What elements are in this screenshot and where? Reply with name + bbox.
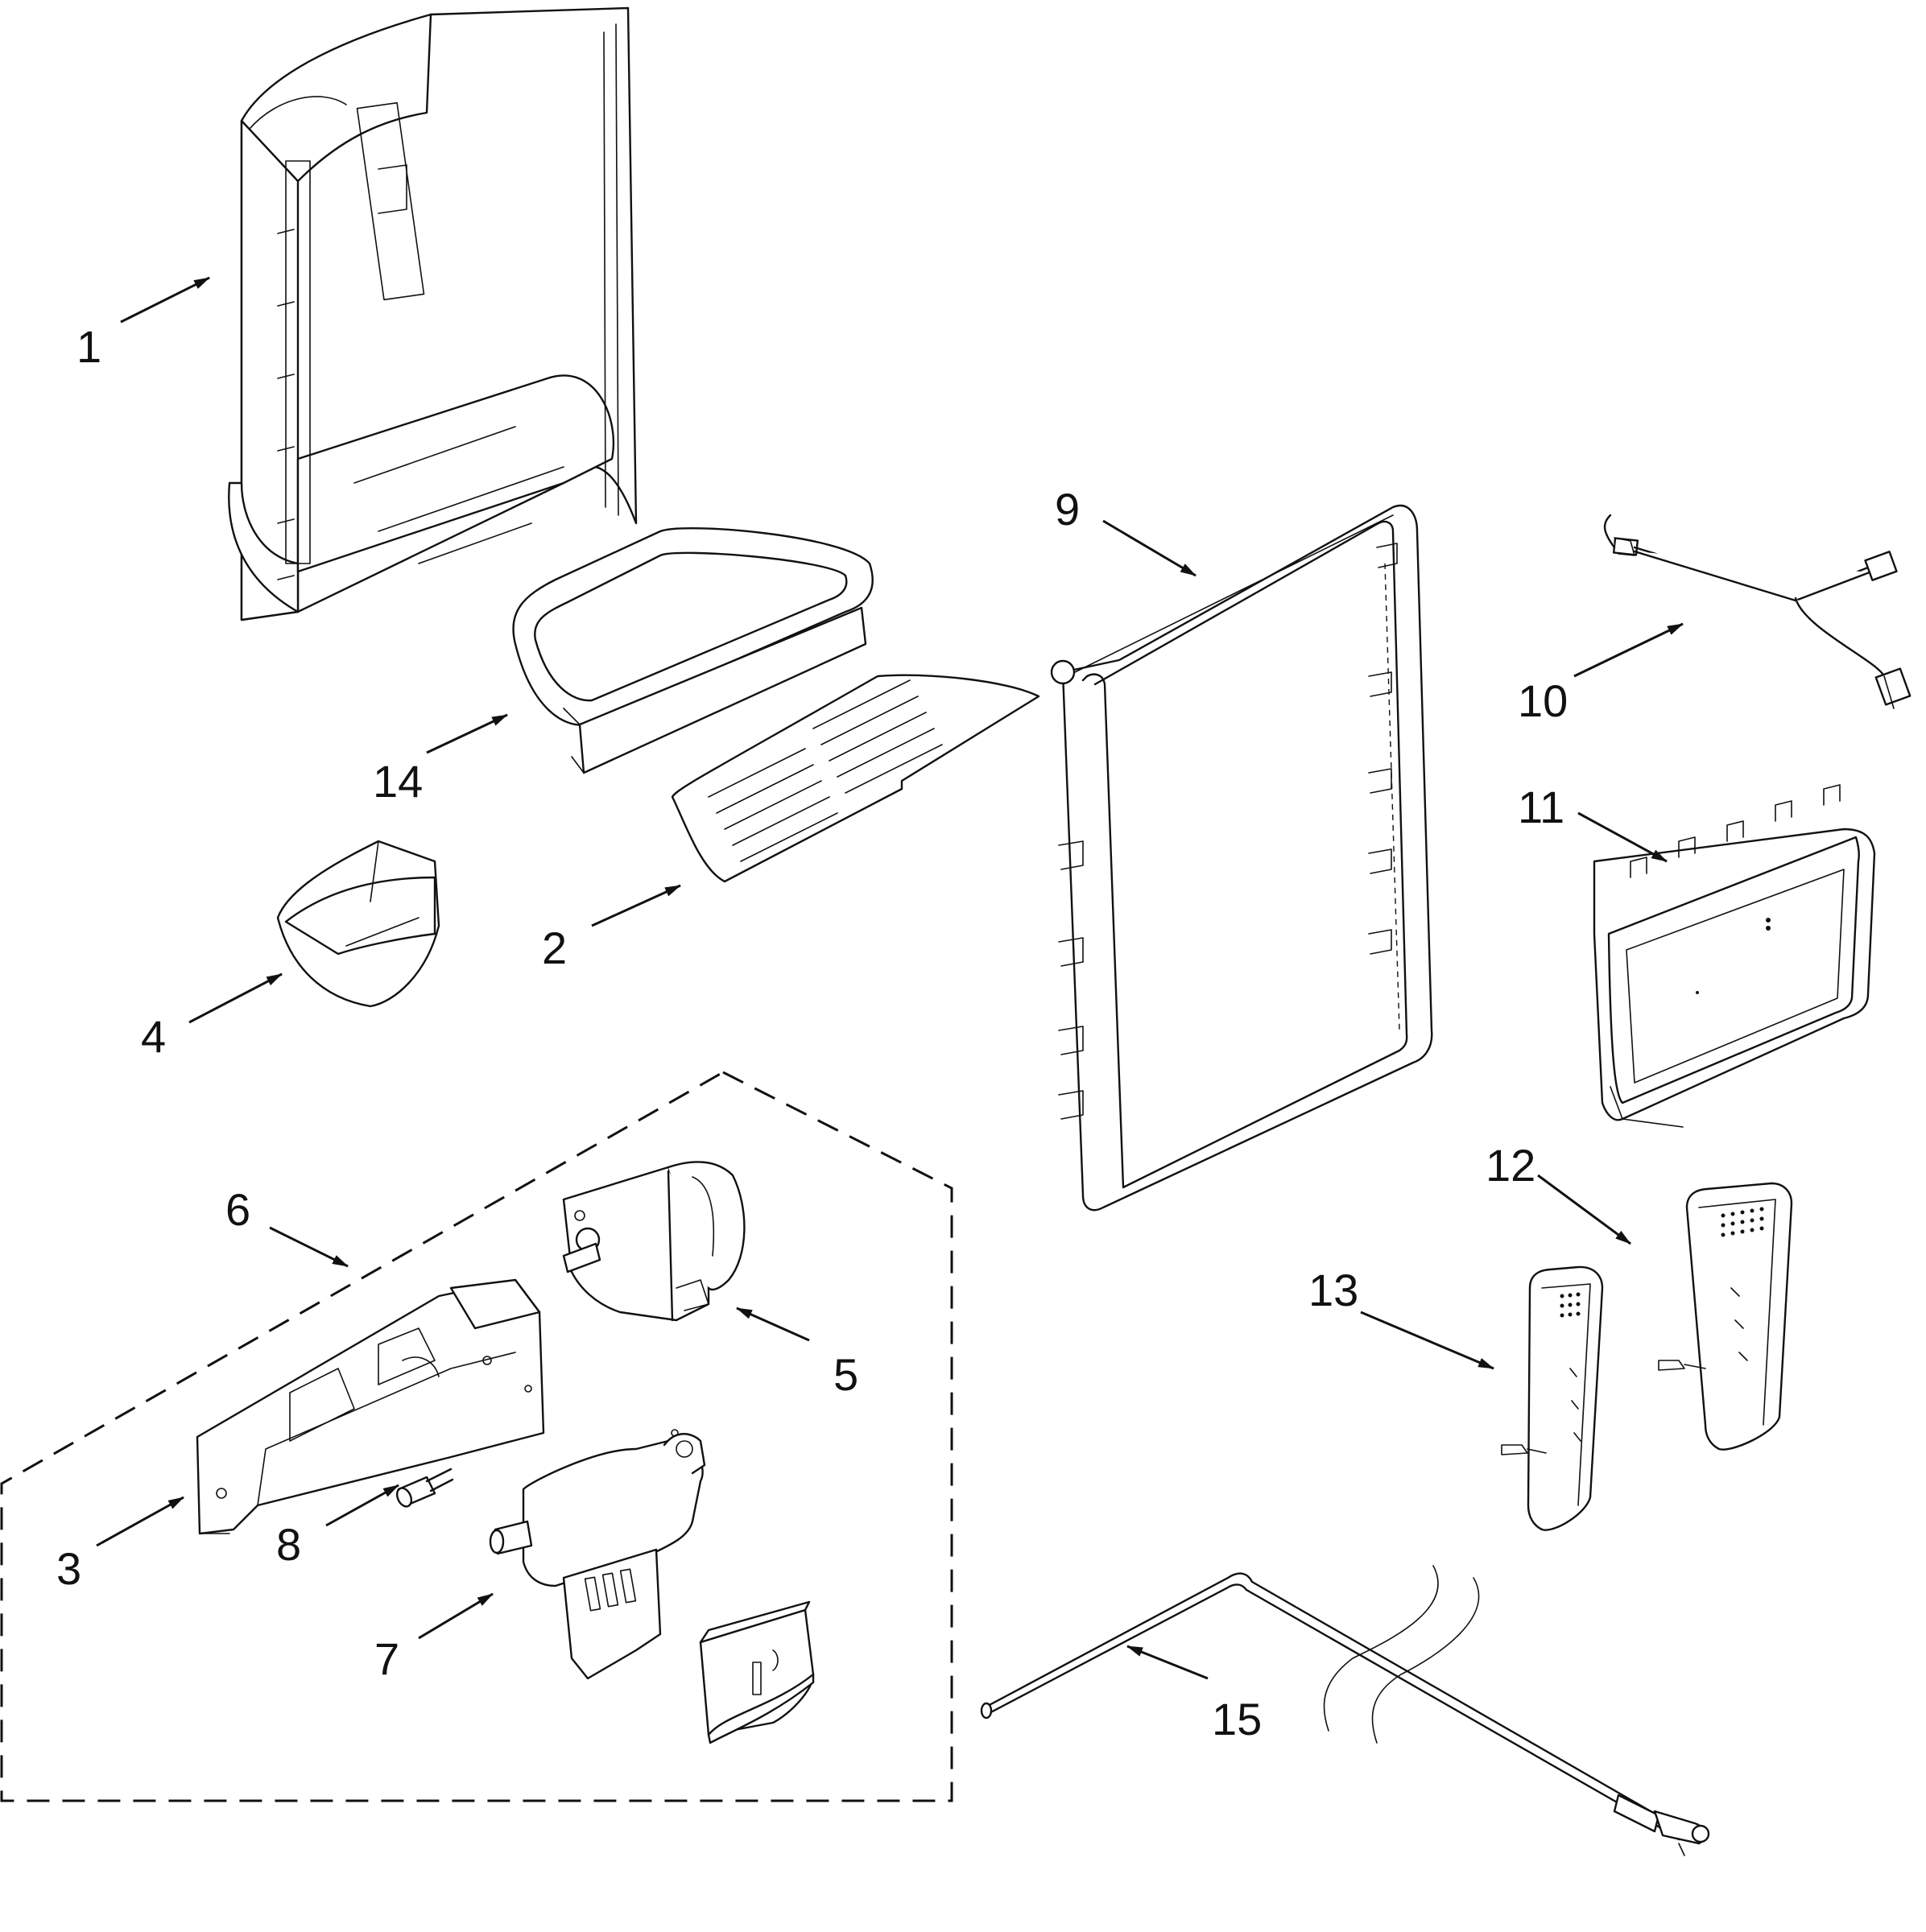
callout-7: 7 xyxy=(374,1633,399,1684)
leader-arrows xyxy=(96,276,1684,1680)
callout-4: 4 xyxy=(141,1011,166,1062)
callout-1: 1 xyxy=(76,321,101,372)
callout-6: 6 xyxy=(225,1184,250,1235)
part-4-ice-shield xyxy=(276,840,440,1008)
part-11-control-panel xyxy=(1593,784,1876,1128)
callout-14: 14 xyxy=(373,756,423,807)
callout-8: 8 xyxy=(276,1519,301,1570)
callout-5: 5 xyxy=(833,1349,858,1400)
callout-11: 11 xyxy=(1518,782,1564,832)
kit-cover-block xyxy=(699,1600,815,1744)
part-10-wire-harness xyxy=(1603,514,1912,709)
part-1-dispenser-housing xyxy=(228,6,638,621)
part-7-actuator xyxy=(489,1429,706,1680)
part-2-drip-grille xyxy=(671,674,1040,883)
part-3-mounting-bracket xyxy=(196,1278,545,1535)
part-8-screw xyxy=(395,1468,454,1508)
part-15-water-tube xyxy=(980,1565,1710,1856)
callout-10: 10 xyxy=(1518,675,1568,726)
callout-12: 12 xyxy=(1486,1140,1535,1191)
callout-3: 3 xyxy=(56,1543,81,1594)
part-12-dispenser-paddle xyxy=(1658,1182,1793,1451)
part-14-chute-frame xyxy=(512,527,874,774)
part-9-dispenser-frame xyxy=(1050,504,1433,1212)
callout-13: 13 xyxy=(1308,1265,1358,1315)
callout-9: 9 xyxy=(1055,484,1080,535)
callout-15: 15 xyxy=(1212,1694,1262,1744)
part-5-auger-motor xyxy=(562,1161,746,1322)
part-13-dispenser-paddle xyxy=(1501,1265,1604,1531)
kit-boundary xyxy=(0,1071,953,1802)
callout-2: 2 xyxy=(542,923,567,973)
